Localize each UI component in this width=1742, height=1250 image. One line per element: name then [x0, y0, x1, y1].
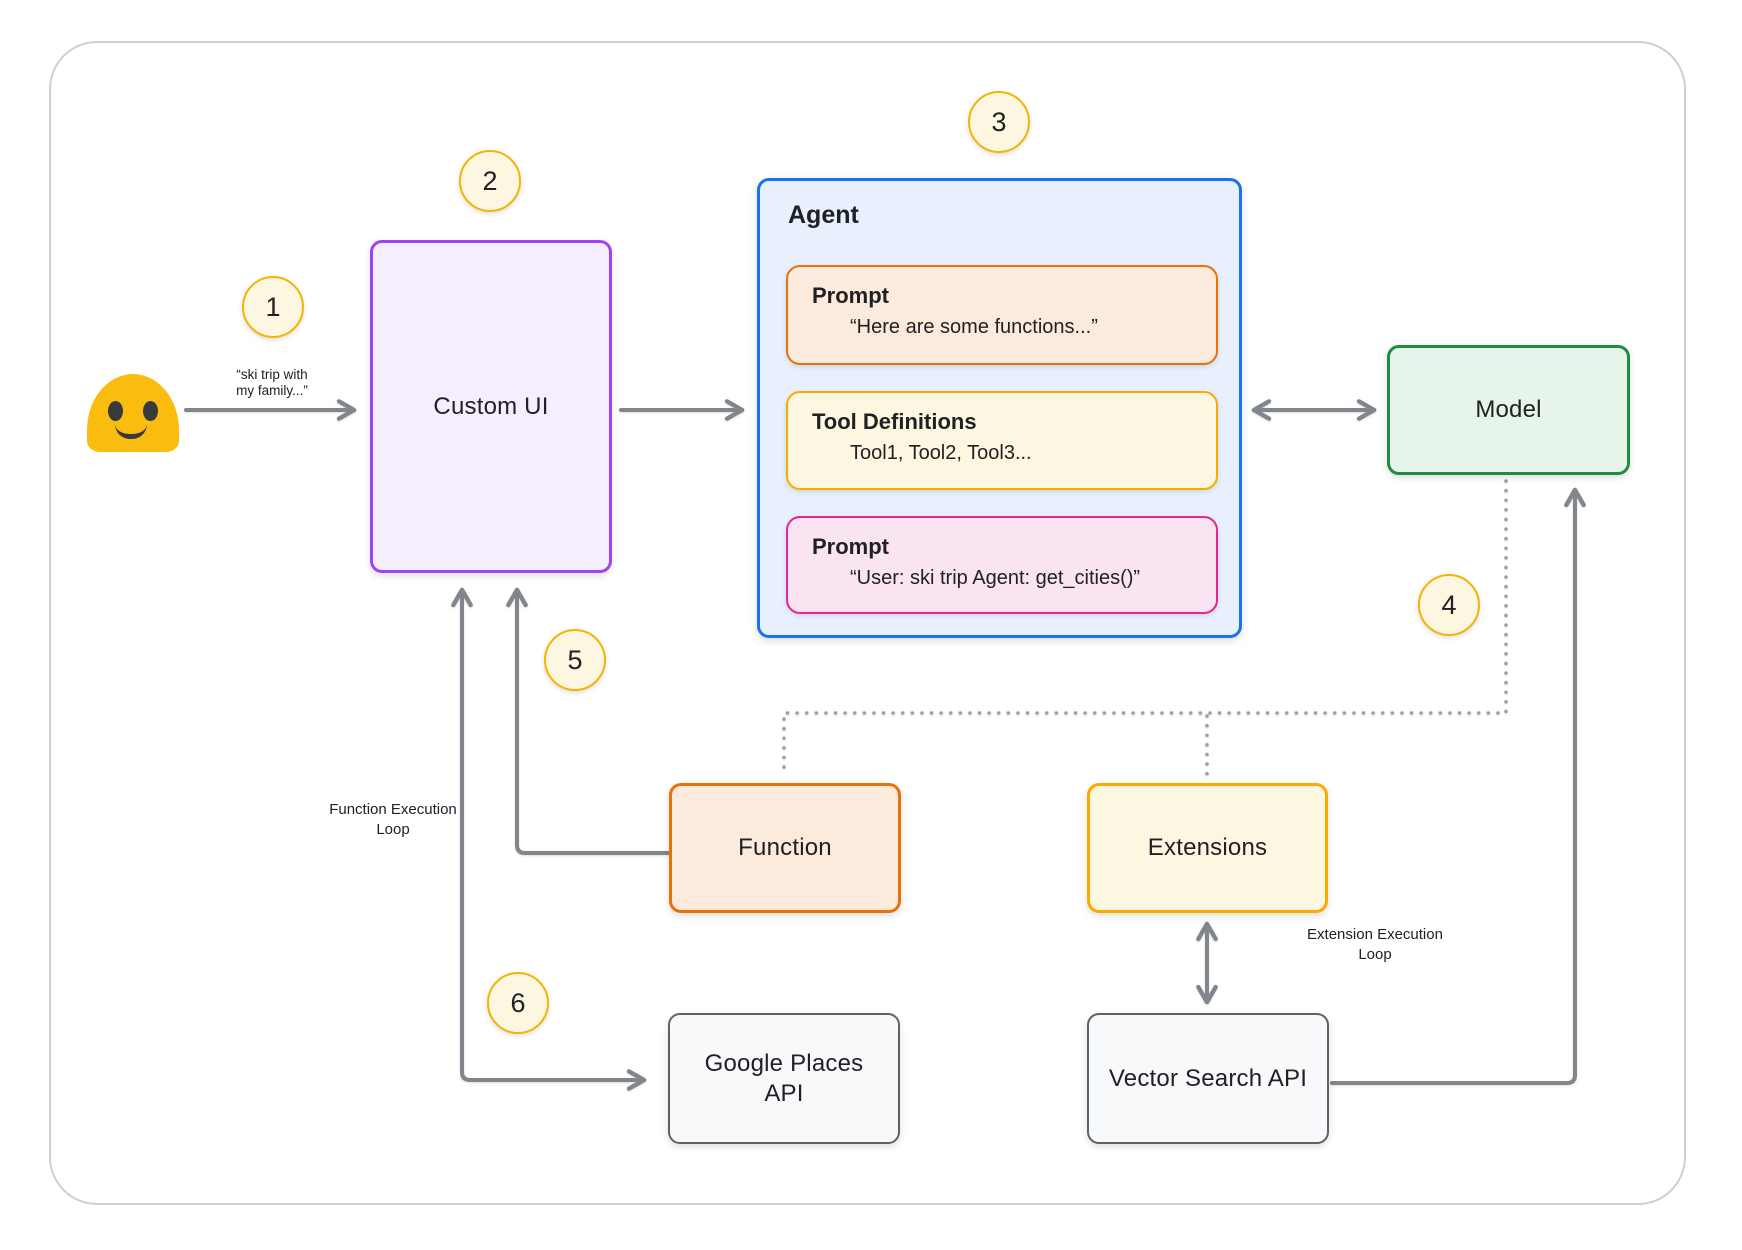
final-prompt-box: Prompt “User: ski trip Agent: get_cities…: [786, 516, 1218, 614]
custom-ui-label: Custom UI: [433, 392, 549, 420]
vector-search-api-label: Vector Search API: [1108, 1064, 1308, 1092]
google-places-api-node: Google Places API: [668, 1013, 900, 1144]
tool-definitions-title: Tool Definitions: [812, 409, 977, 434]
step-badge-3: 3: [968, 91, 1030, 153]
user-quote: “ski trip with my family...”: [192, 367, 352, 399]
user-quote-line2: my family...”: [236, 382, 308, 398]
final-prompt-subtitle: “User: ski trip Agent: get_cities()”: [850, 567, 1141, 589]
agent-title: Agent: [788, 201, 859, 229]
extensions-label: Extensions: [1147, 834, 1268, 861]
model-node: Model: [1387, 345, 1630, 475]
emoji-right-eye-icon: [143, 401, 158, 421]
step-badge-1: 1: [242, 276, 304, 338]
agent-node: Agent Prompt “Here are some functions...…: [757, 178, 1242, 638]
function-node: Function: [669, 783, 901, 913]
step-badge-4: 4: [1418, 574, 1480, 636]
tool-definitions-subtitle: Tool1, Tool2, Tool3...: [850, 442, 1032, 464]
emoji-smile-icon: [115, 424, 147, 439]
extensions-node: Extensions: [1087, 783, 1328, 913]
step-badge-5: 5: [544, 629, 606, 691]
vector-search-api-node: Vector Search API: [1087, 1013, 1329, 1144]
prompt-box: Prompt “Here are some functions...”: [786, 265, 1218, 365]
model-label: Model: [1475, 396, 1542, 423]
function-execution-loop-label: Function Execution Loop: [329, 801, 457, 838]
tool-definitions-box: Tool Definitions Tool1, Tool2, Tool3...: [786, 391, 1218, 490]
step-badge-2: 2: [459, 150, 521, 212]
user-quote-line1: “ski trip with: [236, 367, 308, 382]
prompt-title: Prompt: [812, 283, 889, 308]
vectorsearch-to-model-arrow: [1330, 487, 1586, 1085]
step-badge-6: 6: [487, 972, 549, 1034]
function-label: Function: [738, 834, 832, 861]
customui-googleplaces-loop-arrow: [451, 587, 647, 1091]
final-prompt-title: Prompt: [812, 534, 889, 559]
function-to-customui-arrow: [506, 587, 671, 855]
prompt-subtitle: “Here are some functions...”: [850, 316, 1098, 338]
custom-ui-node: Custom UI: [370, 240, 612, 573]
model-to-tools-dotted-path: [782, 479, 1508, 778]
emoji-left-eye-icon: [108, 401, 123, 421]
extension-execution-loop-label: Extension Execution Loop: [1307, 926, 1443, 963]
google-places-api-label: Google Places API: [704, 1049, 864, 1107]
